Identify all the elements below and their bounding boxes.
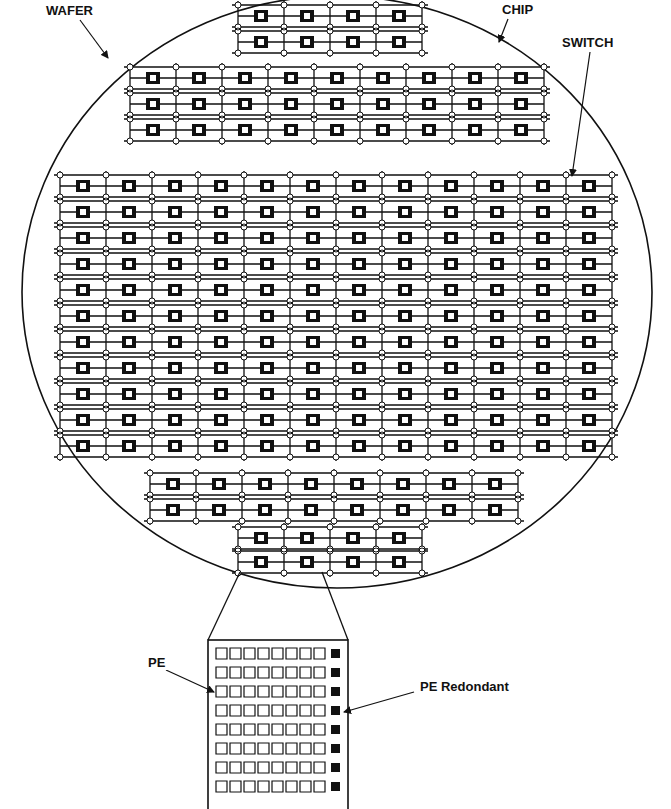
wafer-outline (22, 0, 652, 588)
leader-line (499, 19, 508, 42)
pe-array (216, 648, 340, 792)
part-label: SWITCH (560, 36, 615, 50)
part-label: CHIP (500, 3, 535, 17)
zoom-line (208, 572, 240, 640)
chip-core (80, 13, 592, 565)
switch-circles (57, 2, 615, 576)
leader-line (80, 20, 108, 58)
pe-square (216, 648, 325, 792)
part-label: WAFER (44, 4, 95, 18)
zoom-line (322, 572, 348, 640)
switch-wires (54, 1, 618, 577)
zoom-box (208, 640, 348, 809)
leader-line (166, 670, 214, 692)
chip-grid (54, 1, 618, 577)
leader-line (572, 52, 590, 176)
part-label: PE Redondant (418, 680, 511, 694)
part-label: PE (146, 656, 167, 670)
chip-squares (76, 10, 596, 568)
leader-line (344, 692, 414, 712)
redundant-pe (331, 649, 340, 791)
